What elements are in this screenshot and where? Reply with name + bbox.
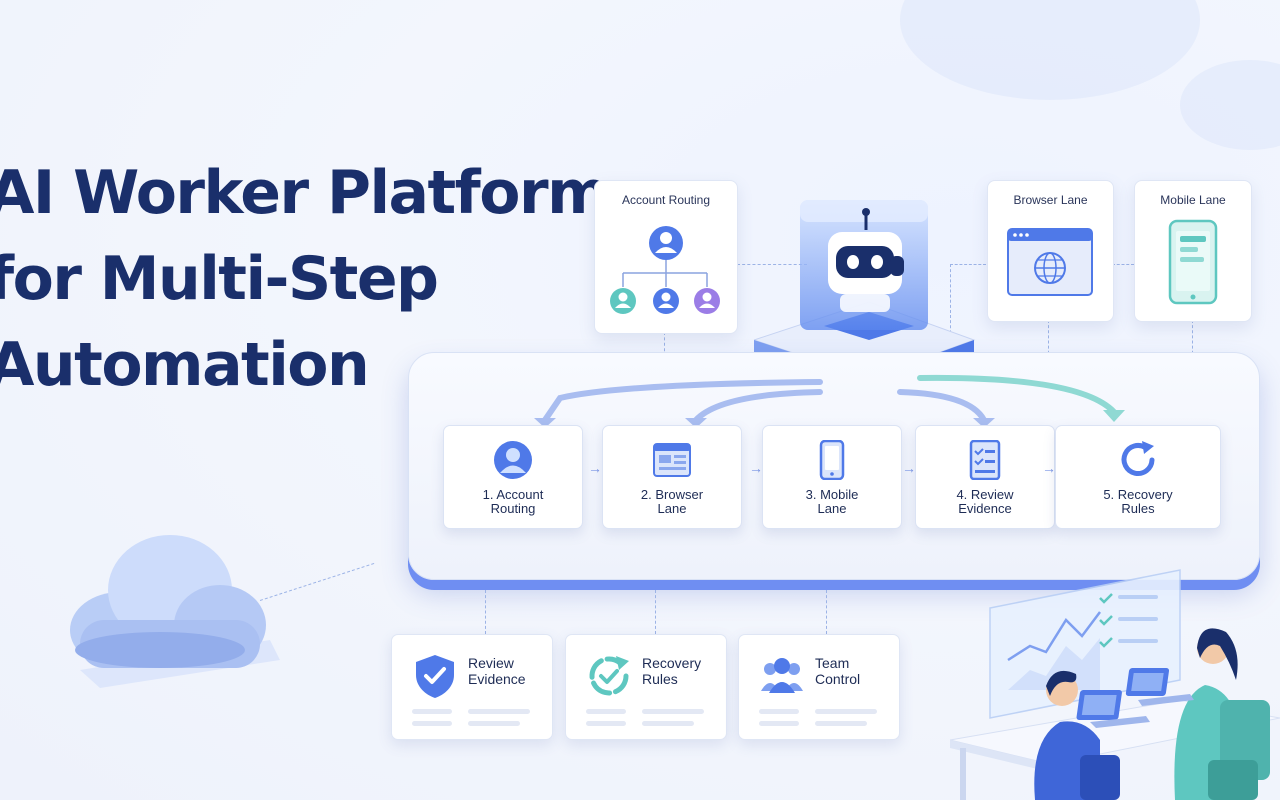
connector-line <box>664 332 665 362</box>
step-mobile-lane: 3. Mobile Lane <box>762 425 902 529</box>
feature-label: Team Control <box>815 655 861 687</box>
browser-window-icon <box>1007 228 1093 296</box>
connector-line <box>485 590 486 634</box>
team-workspace-illustration <box>950 569 1280 800</box>
placeholder-line <box>815 721 867 726</box>
browser-lane-card-title: Browser Lane <box>1013 193 1088 207</box>
placeholder-line <box>412 721 452 726</box>
shield-check-icon <box>416 655 454 698</box>
placeholder-line <box>642 721 694 726</box>
step-browser-lane: 2. Browser Lane <box>602 425 742 529</box>
feature-review-evidence: Review Evidence <box>391 634 553 740</box>
mobile-phone-icon <box>1168 219 1218 305</box>
connector-line <box>1048 320 1049 364</box>
browser-lane-card: Browser Lane <box>987 180 1114 322</box>
mobile-lane-card: Mobile Lane <box>1134 180 1252 322</box>
placeholder-line <box>468 709 530 714</box>
step-account-routing: 1. Account Routing <box>443 425 583 529</box>
cloud-illustration <box>70 535 280 688</box>
step-label: 1. Account Routing <box>482 487 544 516</box>
placeholder-line <box>412 709 452 714</box>
connector-line <box>1112 264 1134 265</box>
title-line-3: Automation <box>0 330 370 400</box>
background-cloud <box>900 0 1200 100</box>
account-routing-card: Account Routing <box>594 180 738 334</box>
title-line-2: for Multi-Step <box>0 244 439 314</box>
feature-label: Review Evidence <box>468 655 526 687</box>
step-label: 5. Recovery Rules <box>1103 487 1173 516</box>
connector-line <box>737 264 807 265</box>
step-label: 4. Review Evidence <box>956 487 1014 516</box>
step-review-evidence: 4. Review Evidence <box>915 425 1055 529</box>
step-arrow: → <box>1042 460 1056 476</box>
team-icon <box>761 658 803 693</box>
connector-line <box>950 264 986 265</box>
feature-label: Recovery Rules <box>642 655 702 687</box>
step-label: 3. Mobile Lane <box>805 487 859 516</box>
recovery-cycle-icon <box>1121 441 1155 476</box>
placeholder-line <box>586 721 626 726</box>
placeholder-line <box>468 721 520 726</box>
connector-line <box>655 590 656 634</box>
browser-window-icon <box>653 443 691 477</box>
flow-arrows <box>534 374 1125 428</box>
placeholder-line <box>815 709 877 714</box>
connector-line <box>950 264 951 364</box>
mobile-phone-icon <box>819 440 845 480</box>
org-chart-icon <box>610 226 720 314</box>
placeholder-line <box>759 721 799 726</box>
placeholder-line <box>642 709 704 714</box>
mobile-lane-card-title: Mobile Lane <box>1160 193 1226 207</box>
title-line-1: AI Worker Platform <box>0 158 610 228</box>
user-circle-icon <box>494 441 532 479</box>
page-title: AI Worker Platform for Multi-Step Automa… <box>0 150 610 408</box>
connector-line <box>1192 320 1193 364</box>
feature-recovery-rules: Recovery Rules <box>565 634 727 740</box>
step-recovery-rules: 5. Recovery Rules <box>1055 425 1221 529</box>
account-routing-card-title: Account Routing <box>621 193 711 207</box>
step-arrow: → <box>749 460 763 476</box>
step-arrow: → <box>588 460 602 476</box>
step-arrow: → <box>902 460 916 476</box>
recovery-cycle-icon <box>589 656 629 696</box>
placeholder-line <box>759 709 799 714</box>
placeholder-line <box>586 709 626 714</box>
checklist-icon <box>969 440 1001 480</box>
background-cloud <box>1180 60 1280 150</box>
feature-team-control: Team Control <box>738 634 900 740</box>
step-label: 2. Browser Lane <box>640 487 704 516</box>
connector-line <box>826 590 827 634</box>
